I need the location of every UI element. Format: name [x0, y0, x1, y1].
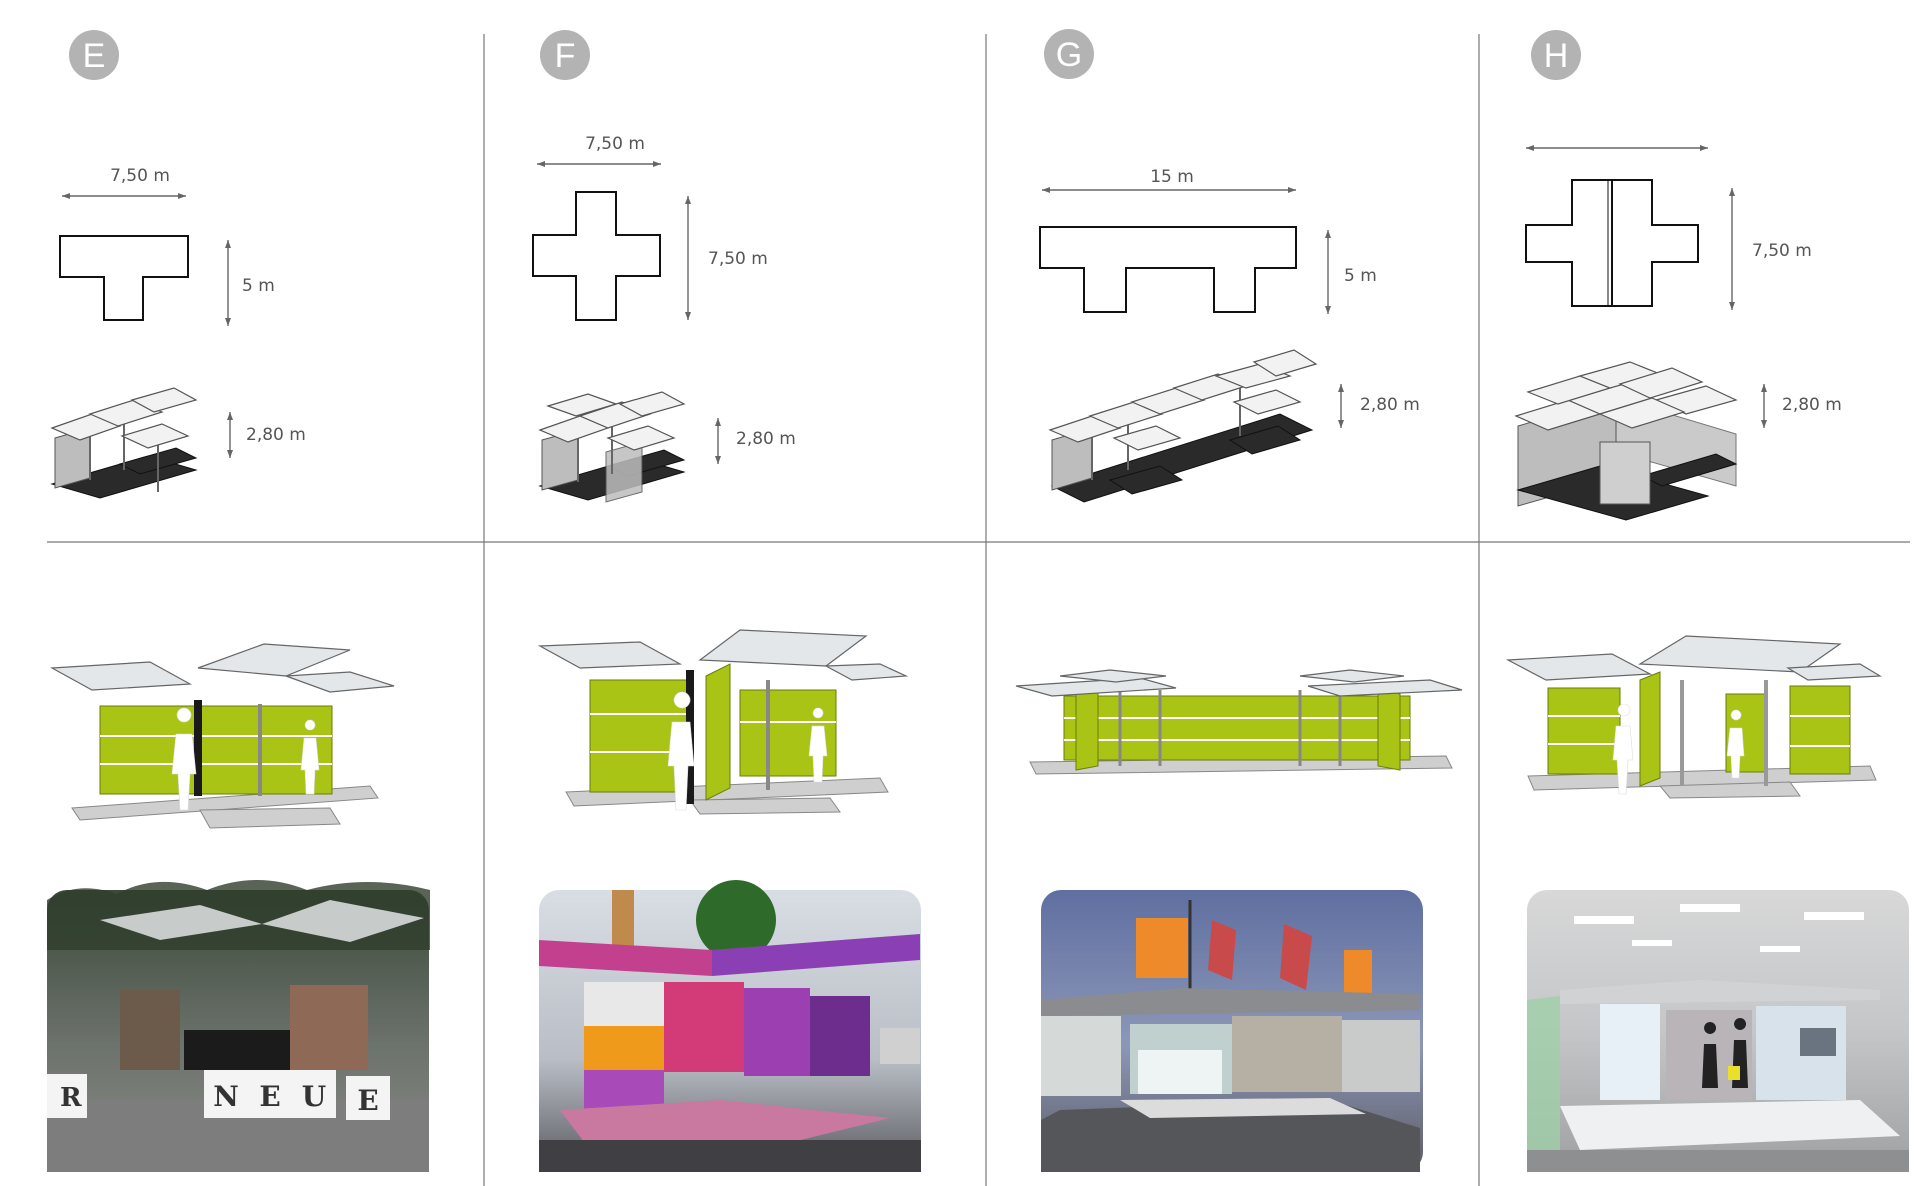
variant-badge	[1044, 29, 1094, 79]
height-arrow	[1761, 384, 1767, 428]
isometric-model	[1048, 349, 1318, 503]
variant-label: F	[555, 37, 576, 75]
variant-g: G 15 m 5 m	[1015, 29, 1463, 1172]
photo	[1527, 890, 1909, 1172]
variant-badge	[540, 30, 590, 80]
height-arrow	[715, 418, 721, 464]
isometric-model	[50, 387, 198, 499]
variant-e: E 7,50 m 5 m 2,80 m	[47, 30, 430, 1172]
variant-label: E	[83, 37, 106, 75]
depth-dimension: 7,50 m	[708, 249, 768, 269]
person-silhouette	[808, 707, 828, 783]
sign-letter: U	[302, 1080, 326, 1113]
height-dimension: 2,80 m	[246, 425, 306, 445]
person-silhouette	[667, 691, 695, 811]
depth-dimension: 5 m	[242, 276, 275, 296]
width-dimension: 7,50 m	[585, 134, 645, 154]
sign-letter: E	[259, 1080, 280, 1113]
isometric-model	[538, 391, 686, 503]
width-dimension: 7,50 m	[110, 166, 170, 186]
floor-plan-cross-shape	[532, 191, 661, 321]
variant-badge	[1531, 30, 1581, 80]
person-silhouette	[1726, 709, 1745, 779]
depth-dimension: 7,50 m	[1752, 241, 1812, 261]
rendering	[537, 629, 909, 815]
variant-badge	[69, 30, 119, 80]
width-arrow	[537, 161, 661, 167]
floor-plan-t-shape	[59, 235, 189, 321]
height-arrow	[227, 412, 233, 458]
width-arrow	[1526, 145, 1708, 151]
depth-dimension: 5 m	[1344, 266, 1377, 286]
variant-f: F 7,50 m 7,50 m 2,80 m	[532, 30, 921, 1172]
height-dimension: 2,80 m	[1782, 395, 1842, 415]
sign-letter: E	[357, 1084, 378, 1117]
photo: R N E U E	[47, 880, 430, 1172]
width-arrow	[62, 193, 186, 199]
photo	[1041, 890, 1423, 1172]
isometric-model	[1514, 361, 1738, 521]
grid-lines	[47, 34, 1910, 1186]
rendering	[1505, 635, 1882, 799]
person-silhouette	[171, 707, 197, 811]
variant-label: G	[1056, 36, 1082, 74]
variant-h: H 7,50 m	[1505, 30, 1909, 1172]
rendering	[1015, 669, 1463, 775]
rendering	[49, 643, 395, 829]
sign-letter: R	[60, 1083, 82, 1113]
height-dimension: 2,80 m	[1360, 395, 1420, 415]
sign-letter: N	[213, 1080, 239, 1113]
depth-arrow	[1325, 230, 1331, 314]
depth-arrow	[225, 240, 231, 326]
width-arrow	[1042, 187, 1296, 193]
depth-arrow	[1729, 188, 1735, 310]
floor-plan-double-t-shape	[1039, 226, 1297, 313]
width-dimension: 15 m	[1150, 167, 1194, 187]
person-silhouette	[300, 719, 320, 795]
height-arrow	[1338, 384, 1344, 428]
depth-arrow	[685, 196, 691, 320]
person-silhouette	[1612, 703, 1634, 795]
photo	[539, 880, 921, 1172]
height-dimension: 2,80 m	[736, 429, 796, 449]
variant-label: H	[1544, 37, 1569, 75]
